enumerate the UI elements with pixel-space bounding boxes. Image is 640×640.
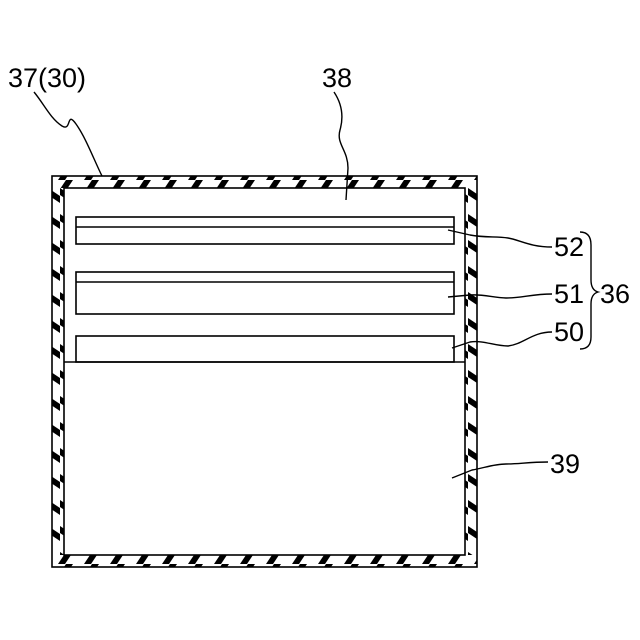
right-wall — [465, 188, 477, 555]
label-housing: 37(30) — [8, 63, 86, 93]
left-wall — [52, 188, 64, 555]
label-upper-space: 38 — [322, 63, 352, 93]
top-wall — [52, 176, 477, 188]
layer-50 — [76, 336, 454, 362]
leader-51 — [448, 294, 552, 298]
layer-52 — [76, 217, 454, 244]
label-layer-group: 36 — [600, 279, 630, 309]
bottom-wall — [52, 555, 477, 567]
label-layer-50: 50 — [554, 317, 584, 347]
leader-52 — [448, 230, 552, 247]
layer-stack — [76, 217, 454, 362]
label-lower-space: 39 — [550, 449, 580, 479]
label-layer-52: 52 — [554, 232, 584, 262]
layer-51 — [76, 272, 454, 314]
housing-wall — [52, 176, 477, 567]
label-layer-51: 51 — [554, 279, 584, 309]
leader-37 — [34, 92, 102, 176]
